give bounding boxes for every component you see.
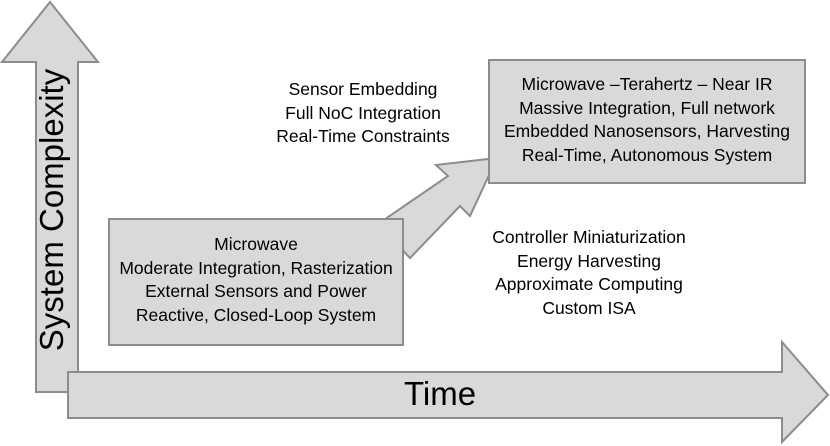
- upper-transition-line: Real-Time Constraints: [276, 126, 450, 146]
- lower-transition-line: Custom ISA: [542, 297, 636, 318]
- lower-transition-text: Controller Miniaturization Energy Harves…: [474, 226, 704, 320]
- early-stage-line: Moderate Integration, Rasterization: [119, 257, 393, 278]
- future-stage-box: [488, 59, 806, 184]
- lower-transition-line: Energy Harvesting: [517, 250, 661, 271]
- lower-transition-line: Approximate Computing: [495, 274, 683, 294]
- y-axis-label: System Complexity: [33, 68, 70, 352]
- future-stage-text: Microwave –Terahertz – Near IR Massive I…: [489, 73, 805, 167]
- future-stage-line: Real-Time, Autonomous System: [521, 144, 773, 165]
- early-stage-line: Reactive, Closed-Loop System: [135, 304, 377, 325]
- early-stage-text: Microwave Moderate Integration, Rasteriz…: [109, 233, 403, 327]
- x-axis-label: Time: [403, 375, 477, 412]
- y-axis-arrow: [0, 0, 101, 393]
- upper-transition-line: Full NoC Integration: [285, 102, 441, 123]
- early-stage-line: External Sensors and Power: [145, 281, 367, 301]
- future-stage-line: Massive Integration, Full network: [519, 97, 775, 118]
- x-axis-arrow: [67, 339, 830, 445]
- early-stage-line: Microwave: [214, 234, 298, 254]
- upper-transition-line: Sensor Embedding: [288, 79, 438, 99]
- early-stage-box: [108, 218, 404, 346]
- lower-transition-line: Controller Miniaturization: [492, 227, 686, 247]
- future-stage-line: Microwave –Terahertz – Near IR: [521, 74, 773, 94]
- future-stage-line: Embedded Nanosensors, Harvesting: [504, 121, 790, 141]
- upper-transition-text: Sensor Embedding Full NoC Integration Re…: [263, 78, 463, 149]
- progression-arrow: [376, 156, 499, 260]
